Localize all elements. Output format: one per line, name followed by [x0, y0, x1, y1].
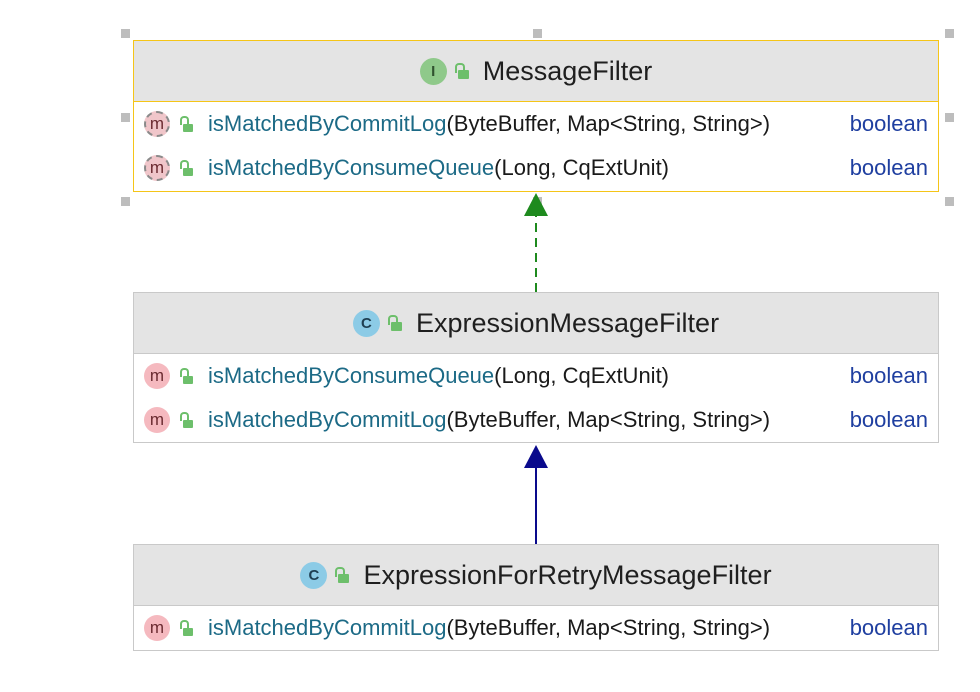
class-box-messagefilter[interactable]: I MessageFilter m isMatchedByCommitLog (…	[133, 40, 939, 192]
selection-handle-mid-right[interactable]	[945, 113, 954, 122]
return-type: boolean	[849, 407, 928, 432]
method-params: (ByteBuffer, Map<String, String>)	[446, 407, 771, 432]
method-params: (ByteBuffer, Map<String, String>)	[446, 111, 771, 136]
selection-handle-mid-left[interactable]	[121, 113, 130, 122]
method-row[interactable]: m isMatchedByConsumeQueue (Long, CqExtUn…	[134, 146, 938, 190]
abstract-method-icon: m	[144, 155, 170, 181]
public-lock-icon	[180, 368, 194, 384]
method-row[interactable]: m isMatchedByConsumeQueue (Long, CqExtUn…	[134, 354, 938, 398]
class-name: MessageFilter	[482, 55, 653, 86]
selection-handle-top-right[interactable]	[945, 29, 954, 38]
return-type: boolean	[849, 111, 928, 136]
return-type: boolean	[849, 615, 928, 640]
method-params: (Long, CqExtUnit)	[494, 155, 670, 180]
method-name: isMatchedByConsumeQueue	[208, 363, 495, 388]
class-icon: C	[352, 309, 380, 337]
return-type: boolean	[849, 155, 928, 180]
public-lock-icon	[335, 567, 350, 583]
method-row[interactable]: m isMatchedByCommitLog (ByteBuffer, Map<…	[134, 102, 938, 146]
class-box-expressionforretrymessagefilter[interactable]: C ExpressionForRetryMessageFilter m isMa…	[133, 544, 939, 651]
extends-arrowhead	[524, 445, 548, 468]
public-lock-icon	[180, 160, 194, 176]
method-params: (ByteBuffer, Map<String, String>)	[446, 615, 771, 640]
public-lock-icon	[180, 116, 194, 132]
interface-icon: I	[419, 57, 447, 85]
selection-handle-top-mid[interactable]	[533, 29, 542, 38]
method-icon: m	[144, 407, 170, 433]
class-header: C ExpressionMessageFilter	[134, 293, 938, 354]
public-lock-icon	[387, 315, 402, 331]
public-lock-icon	[180, 620, 194, 636]
class-box-expressionmessagefilter[interactable]: C ExpressionMessageFilter m isMatchedByC…	[133, 292, 939, 443]
public-lock-icon	[180, 412, 194, 428]
method-name: isMatchedByCommitLog	[208, 407, 447, 432]
selection-handle-top-left[interactable]	[121, 29, 130, 38]
selection-handle-bottom-right[interactable]	[945, 197, 954, 206]
class-name: ExpressionForRetryMessageFilter	[363, 559, 772, 590]
method-name: isMatchedByCommitLog	[208, 111, 447, 136]
method-row[interactable]: m isMatchedByCommitLog (ByteBuffer, Map<…	[134, 398, 938, 442]
class-header: I MessageFilter	[134, 41, 938, 102]
method-icon: m	[144, 363, 170, 389]
class-header: C ExpressionForRetryMessageFilter	[134, 545, 938, 606]
return-type: boolean	[849, 363, 928, 388]
class-icon: C	[300, 561, 328, 589]
method-row[interactable]: m isMatchedByCommitLog (ByteBuffer, Map<…	[134, 606, 938, 650]
implements-arrowhead	[524, 193, 548, 216]
abstract-method-icon: m	[144, 111, 170, 137]
class-name: ExpressionMessageFilter	[415, 307, 720, 338]
method-params: (Long, CqExtUnit)	[494, 363, 670, 388]
selection-handle-bottom-left[interactable]	[121, 197, 130, 206]
public-lock-icon	[454, 63, 469, 79]
method-icon: m	[144, 615, 170, 641]
method-name: isMatchedByConsumeQueue	[208, 155, 495, 180]
method-name: isMatchedByCommitLog	[208, 615, 447, 640]
